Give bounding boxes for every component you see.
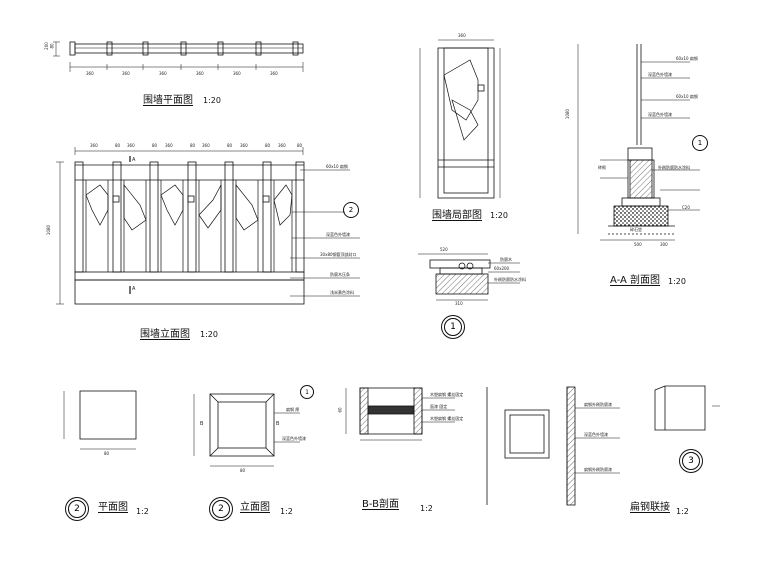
- aa-callout-1: 深蓝色外墙漆: [648, 72, 672, 77]
- elev-small-dim: 80: [240, 468, 246, 473]
- detail-1-drawing: [418, 253, 520, 301]
- aa-callout-2: 60x10 扁钢: [676, 94, 698, 99]
- wall-plan-scale: 1:20: [203, 96, 221, 105]
- plan-side-dim-0: 200: [43, 42, 49, 50]
- aa-callout-6: C20: [682, 205, 690, 210]
- wall-detail-title: 围墙局部图: [432, 210, 482, 221]
- elev-small-title: 立面图: [240, 502, 270, 513]
- plan-small-drawing: [63, 390, 137, 450]
- section-bb-dim: 60: [337, 407, 343, 413]
- plan-small-scale: 1:2: [136, 507, 149, 516]
- elev-small-marker: 2: [212, 500, 230, 518]
- aa-callout-7: 碎石垫: [630, 227, 642, 232]
- elevation-section-mark-bottom: A: [132, 286, 136, 292]
- elev-dim-8: 360: [240, 143, 248, 148]
- aa-callout-5: 砖砌: [598, 165, 606, 170]
- flat-callout-2: 扁钢外刷防腐漆: [584, 467, 612, 472]
- aa-callout-4: 外刷防腐防水涂料: [658, 165, 690, 170]
- flat-steel-scale: 1:2: [676, 507, 689, 516]
- wall-detail-drawing: [419, 39, 501, 199]
- elev-callout-4: 浅米黄色涂料: [330, 290, 354, 295]
- bb-callout-2: 木塑扁钢 螺丝固定: [430, 416, 464, 421]
- elev-callout-2: 30x80钢管顶部封口: [320, 252, 357, 257]
- elev-callout-0: 60x10 扁钢: [326, 164, 348, 169]
- detail1-dim-1: 310: [455, 301, 463, 306]
- wall-detail-top-dim: 360: [458, 33, 466, 38]
- plan-side-dim-1: 80: [49, 43, 55, 49]
- elev-small-scale: 1:2: [280, 507, 293, 516]
- elev-small-drawing: [193, 393, 300, 467]
- flat-steel-drawing: [486, 386, 620, 506]
- elev-small-section-mark: B: [200, 421, 204, 427]
- plan-dim-1: 360: [122, 71, 130, 76]
- wall-elevation-title: 围墙立面图: [140, 329, 190, 340]
- aa-callout-3: 深蓝色外墙漆: [648, 112, 672, 117]
- section-aa-title: A-A 剖面图: [610, 275, 661, 286]
- detail-3-marker: 3: [682, 452, 700, 470]
- section-bb-title: B-B剖面: [362, 499, 399, 510]
- section-bb-drawing: [345, 387, 455, 441]
- section-aa-bottom-dim-0: 500: [634, 242, 642, 247]
- elev-callout-3: 防腐木压条: [330, 272, 350, 277]
- elevation-side-dim: 1080: [46, 224, 52, 236]
- bb-callout-0: 木塑扁钢 螺丝固定: [430, 392, 464, 397]
- detail1-dim-0: 520: [440, 247, 448, 252]
- plan-dim-2: 360: [159, 71, 167, 76]
- detail1-callout-1: 60x200: [494, 266, 510, 271]
- flat-steel-title: 扁钢联接: [630, 502, 670, 513]
- elev-dim-1: 80: [115, 143, 121, 148]
- elev-small-callout-0: 扁钢 厚: [286, 407, 300, 412]
- wall-detail-scale: 1:20: [490, 211, 508, 220]
- elev-dim-5: 80: [190, 143, 196, 148]
- elev-small-callout-1: 深蓝色外墙漆: [282, 436, 306, 441]
- wall-elevation-drawing: [56, 147, 360, 305]
- flat-callout-0: 扁钢外刷防腐漆: [584, 402, 612, 407]
- elev-dim-2: 360: [127, 143, 135, 148]
- detail-3-drawing: [654, 385, 720, 431]
- elev-small-section-mark-2: B: [276, 421, 280, 427]
- aa-callout-0: 60x10 扁钢: [676, 56, 698, 61]
- section-aa-side-dim: 1080: [565, 108, 571, 120]
- flat-callout-1: 深蓝色外墙漆: [584, 432, 608, 437]
- detail-1-marker: 1: [444, 318, 462, 336]
- elev-callout-1: 深蓝色外墙漆: [326, 232, 350, 237]
- elev-dim-0: 360: [90, 143, 98, 148]
- plan-small-marker: 2: [68, 500, 86, 518]
- elev-dim-11: 80: [297, 143, 303, 148]
- wall-plan-drawing: [53, 41, 304, 72]
- section-aa-scale: 1:20: [668, 277, 686, 286]
- detail1-callout-2: 外刷防腐防水涂料: [494, 277, 526, 282]
- wall-elevation-scale: 1:20: [200, 330, 218, 339]
- wall-plan-title: 围墙平面图: [143, 95, 193, 106]
- elevation-ref-2: 2: [343, 202, 359, 218]
- elev-dim-7: 80: [227, 143, 233, 148]
- section-aa-drawing: [577, 44, 700, 241]
- elev-dim-4: 360: [165, 143, 173, 148]
- plan-small-dim: 80: [104, 451, 110, 456]
- elev-dim-9: 80: [265, 143, 271, 148]
- plan-dim-4: 360: [233, 71, 241, 76]
- section-ref-1: 1: [692, 135, 708, 151]
- elev-small-ref-1: 1: [300, 385, 314, 399]
- plan-dim-3: 360: [196, 71, 204, 76]
- elev-dim-10: 360: [278, 143, 286, 148]
- plan-dim-5: 360: [270, 71, 278, 76]
- detail1-callout-0: 防腐木: [500, 257, 512, 262]
- bb-callout-1: 面漆 固定: [430, 404, 448, 409]
- elevation-section-mark-top: A: [132, 157, 136, 163]
- elev-dim-3: 80: [152, 143, 158, 148]
- section-aa-bottom-dim-1: 300: [660, 242, 668, 247]
- elev-dim-6: 360: [202, 143, 210, 148]
- plan-small-title: 平面图: [98, 502, 128, 513]
- plan-dim-0: 360: [86, 71, 94, 76]
- section-bb-scale: 1:2: [420, 504, 433, 513]
